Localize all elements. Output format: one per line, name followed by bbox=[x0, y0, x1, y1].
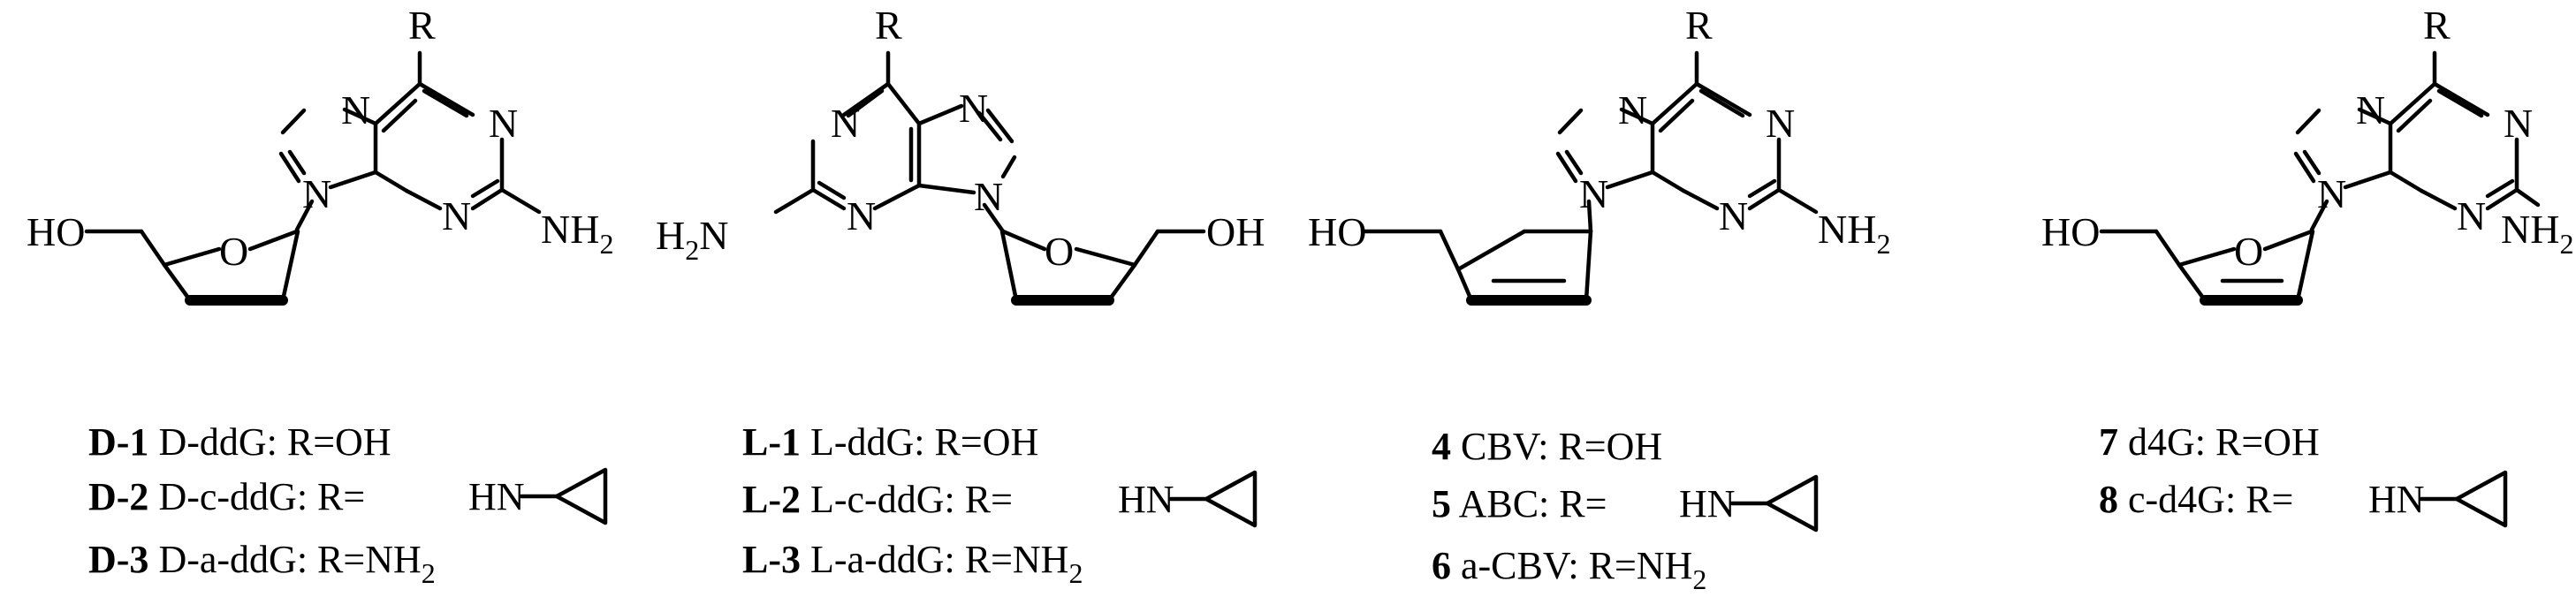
compound-caption: D-1 D-ddG: R=OH bbox=[88, 420, 391, 464]
compound-caption: 5 ABC: R= bbox=[1432, 482, 1607, 525]
structure-d-ddg: R N N N N N HO O NH2 bbox=[27, 3, 613, 306]
structure-cbv: R N N N N N HO NH2 bbox=[1308, 3, 1890, 306]
atom-label: O bbox=[219, 229, 248, 274]
atom-label: N bbox=[974, 174, 1003, 219]
atom-label: O bbox=[1045, 229, 1074, 274]
atom-label: N bbox=[831, 101, 860, 146]
atom-label: N bbox=[489, 101, 518, 146]
atom-label: R bbox=[2423, 3, 2451, 48]
substituent-group: HN bbox=[1679, 482, 1736, 525]
atom-label: N bbox=[959, 86, 988, 131]
atom-label: R bbox=[875, 3, 902, 48]
atom-label: N bbox=[2504, 101, 2533, 146]
structure-d4g: R N N N N N HO O NH2 bbox=[2041, 3, 2573, 306]
atom-label: N bbox=[2356, 87, 2385, 132]
atom-label: NH2 bbox=[2501, 207, 2573, 260]
atom-label: HO bbox=[2041, 209, 2100, 254]
atom-label: HO bbox=[27, 209, 85, 254]
substituent-group: HN bbox=[2368, 478, 2425, 521]
caption-group-cbv: 4 CBV: R=OH 5 ABC: R= HN 6 a-CBV: R=NH2 bbox=[1432, 425, 1819, 595]
compound-caption: D-2 D-c-ddG: R= bbox=[88, 475, 365, 518]
atom-label: H2N bbox=[656, 213, 728, 266]
compound-caption: L-2 L-c-ddG: R= bbox=[742, 478, 1013, 521]
caption-group-l: L-1 L-ddG: R=OH L-2 L-c-ddG: R= HN L-3 L… bbox=[742, 420, 1258, 589]
atom-label: N bbox=[847, 193, 876, 238]
compound-caption: 7 d4G: R=OH bbox=[2099, 420, 2320, 464]
substituent-group: HN bbox=[1118, 478, 1174, 521]
compound-caption: D-3 D-a-ddG: R=NH2 bbox=[88, 538, 436, 589]
caption-group-d4g: 7 d4G: R=OH 8 c-d4G: R= HN bbox=[2099, 420, 2508, 528]
atom-label: NH2 bbox=[1818, 207, 1890, 260]
cyclopropyl-icon bbox=[519, 467, 608, 525]
compound-caption: L-3 L-a-ddG: R=NH2 bbox=[742, 538, 1083, 589]
atom-label: N bbox=[2317, 171, 2346, 216]
cyclopropyl-icon bbox=[1168, 470, 1258, 528]
atom-label: N bbox=[1618, 87, 1647, 132]
structure-l-ddg: R N N N N N H2N O OH bbox=[656, 3, 1265, 306]
atom-label: N bbox=[341, 87, 370, 132]
compound-caption: 4 CBV: R=OH bbox=[1432, 425, 1662, 468]
atom-label: R bbox=[408, 3, 436, 48]
atom-label: N bbox=[1579, 171, 1608, 216]
atom-label: N bbox=[1766, 101, 1795, 146]
atom-label: OH bbox=[1206, 209, 1265, 254]
atom-label: NH2 bbox=[541, 207, 613, 260]
atom-label: N bbox=[442, 193, 471, 238]
caption-group-d: D-1 D-ddG: R=OH D-2 D-c-ddG: R= HN D-3 D… bbox=[88, 420, 608, 589]
cyclopropyl-icon bbox=[1729, 474, 1819, 533]
atom-label: N bbox=[302, 171, 331, 216]
atom-label: N bbox=[1719, 193, 1748, 238]
atom-label: O bbox=[2234, 229, 2263, 274]
atom-label: HO bbox=[1308, 209, 1366, 254]
compound-caption: L-1 L-ddG: R=OH bbox=[742, 420, 1038, 464]
substituent-group: HN bbox=[468, 475, 525, 518]
atom-label: R bbox=[1685, 3, 1713, 48]
cyclopropyl-icon bbox=[2419, 470, 2508, 528]
compound-caption: 8 c-d4G: R= bbox=[2099, 478, 2293, 521]
atom-label: N bbox=[2457, 193, 2486, 238]
compound-caption: 6 a-CBV: R=NH2 bbox=[1432, 544, 1706, 595]
